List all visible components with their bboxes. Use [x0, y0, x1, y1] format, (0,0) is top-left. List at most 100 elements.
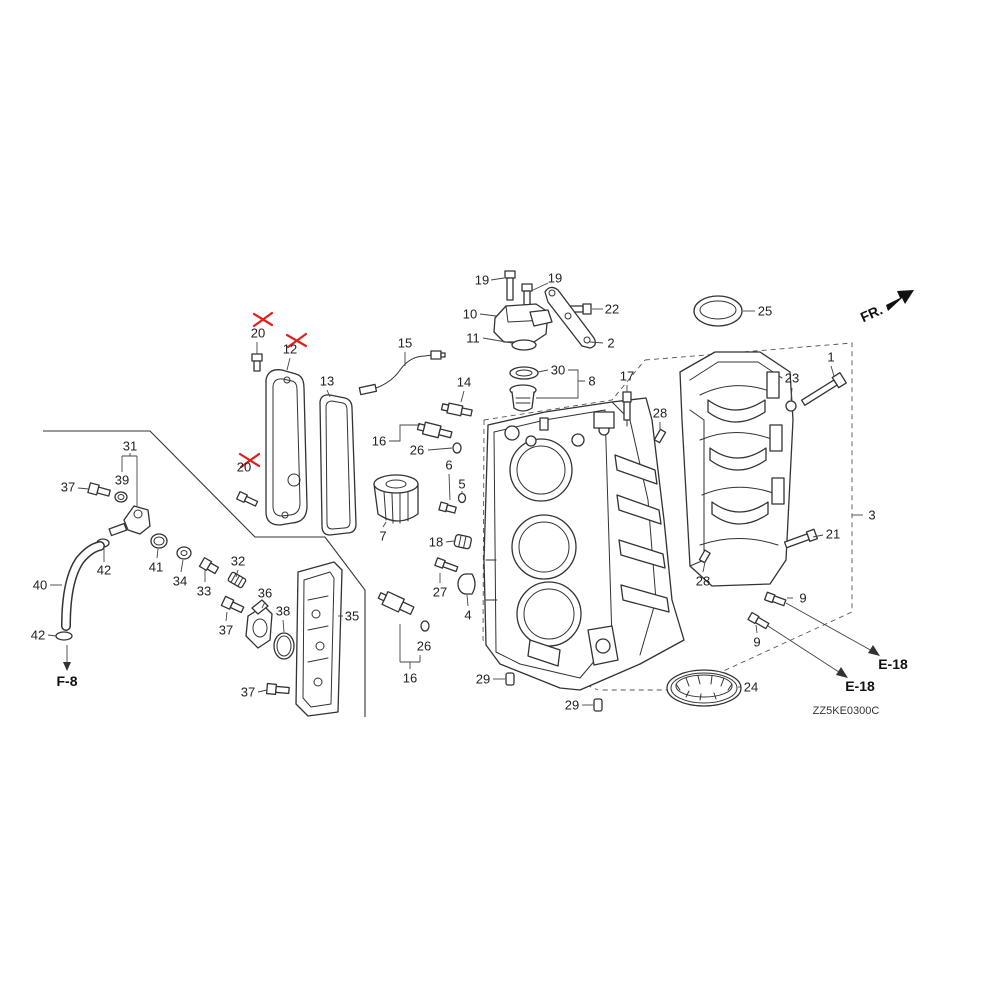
- gasket-part-30: [509, 366, 539, 380]
- e18-upper-arrow-line: [785, 602, 875, 653]
- dowel-pin-part-29-left: [505, 672, 515, 686]
- reference-f8: F-8: [57, 673, 78, 689]
- cap-part-4: [457, 573, 476, 595]
- strikeout-mark-20-upper: [252, 311, 274, 328]
- callout-28-lower: 28: [696, 574, 710, 589]
- gasket-part-13: [319, 394, 357, 536]
- callout-30: 30: [551, 363, 565, 378]
- callout-32: 32: [231, 554, 245, 569]
- callout-12: 12: [283, 342, 297, 357]
- callout-25: 25: [758, 304, 772, 319]
- bolt-part-37-lower: [265, 682, 290, 695]
- o-ring-part-26-upper: [452, 442, 462, 454]
- callout-36: 36: [258, 586, 272, 601]
- block-dashed-frame-left: [482, 419, 599, 691]
- callout-10: 10: [463, 307, 477, 322]
- callout-19-right: 19: [548, 271, 562, 286]
- callout-33: 33: [197, 584, 211, 599]
- callout-35: 35: [345, 609, 359, 624]
- bolt-part-19-right: [521, 283, 533, 308]
- callout-16-lower: 16: [403, 671, 417, 686]
- thermostat-cover-part-10: [493, 303, 553, 343]
- front-direction-arrow-icon: [886, 290, 914, 311]
- sensor-part-16-upper: [416, 421, 453, 439]
- callout-27: 27: [433, 585, 447, 600]
- sensor-part-15: [358, 350, 446, 396]
- callout-11: 11: [466, 331, 480, 346]
- o-ring-part-26-lower: [420, 620, 430, 632]
- callout-7: 7: [379, 529, 386, 544]
- reference-e18-lower: E-18: [845, 678, 875, 694]
- callout-29-left: 29: [476, 672, 490, 687]
- leader-lines: [47, 277, 863, 706]
- sensor-part-17: [622, 391, 632, 427]
- callout-13: 13: [320, 374, 334, 389]
- callout-41: 41: [149, 560, 163, 575]
- callout-39: 39: [115, 473, 129, 488]
- callout-18: 18: [429, 535, 443, 550]
- callout-9-lower: 9: [753, 635, 760, 650]
- bracket-part-2: [544, 286, 596, 349]
- callout-20-lower: 20: [237, 460, 251, 475]
- callout-37-middle: 37: [219, 623, 233, 638]
- dowel-pin-part-29-right: [593, 698, 603, 712]
- hose-part-40: [61, 541, 105, 631]
- callout-38: 38: [276, 604, 290, 619]
- callout-3: 3: [868, 508, 875, 523]
- callout-22: 22: [605, 302, 619, 317]
- fitting-part-9-upper: [763, 591, 787, 607]
- callout-1: 1: [827, 350, 834, 365]
- fitting-part-39: [114, 491, 128, 503]
- callout-28-upper: 28: [653, 406, 667, 421]
- callout-8: 8: [588, 374, 595, 389]
- plug-part-33: [198, 557, 220, 575]
- callout-26-lower: 26: [417, 639, 431, 654]
- plate-part-35: [295, 561, 343, 717]
- sensor-part-16-lower: [377, 591, 415, 615]
- callout-14: 14: [457, 375, 471, 390]
- bolt-part-19-left: [504, 270, 516, 301]
- crankcase: [679, 351, 794, 587]
- e18-lower-arrow-line: [767, 625, 843, 675]
- e18-lower-arrowhead: [836, 667, 848, 678]
- callout-17: 17: [620, 369, 634, 384]
- cylinder-block: [483, 397, 685, 691]
- callout-40: 40: [33, 578, 47, 593]
- block-dashed-frame-top: [483, 359, 646, 421]
- callout-23: 23: [785, 371, 799, 386]
- callout-34: 34: [173, 574, 187, 589]
- bolt-part-27: [434, 557, 459, 573]
- seal-part-11: [511, 339, 537, 351]
- front-direction-indicator: FR.: [858, 290, 914, 325]
- callout-15: 15: [398, 336, 412, 351]
- callout-labels: 19 19 22 25 10 11 2 20 12 15 1 30 8 13 1…: [31, 271, 908, 718]
- washer-part-5: [457, 492, 467, 504]
- callout-21: 21: [826, 527, 840, 542]
- block-assembly-dashed-frame: [600, 342, 853, 691]
- f8-arrowhead: [63, 662, 71, 671]
- oil-filter-part-7: [373, 474, 419, 524]
- bolt-part-22: [568, 303, 592, 315]
- washer-part-34: [176, 546, 192, 560]
- callout-4: 4: [464, 608, 471, 623]
- drawing-code: ZZ5KE0300C: [813, 705, 880, 717]
- cover-part-12: [265, 369, 308, 526]
- callout-42-lower: 42: [31, 628, 45, 643]
- bolt-part-20-upper: [251, 353, 263, 372]
- water-joint-part-31: [108, 505, 151, 537]
- callout-37-lower: 37: [241, 685, 255, 700]
- fitting-part-9-lower: [747, 611, 770, 630]
- dowel-pin-part-28-upper: [653, 428, 667, 444]
- callout-20-upper: 20: [251, 326, 265, 341]
- callout-29-right: 29: [565, 698, 579, 713]
- valve-part-36: [245, 599, 273, 649]
- callout-2: 2: [607, 336, 614, 351]
- strikeout-mark-12: [285, 332, 308, 349]
- o-ring-part-38: [273, 632, 295, 660]
- callout-5: 5: [458, 477, 465, 492]
- callout-16-upper: 16: [372, 434, 386, 449]
- dowel-pin-part-28-lower: [698, 549, 711, 564]
- left-group-frame: [43, 430, 366, 717]
- callout-26-upper: 26: [410, 443, 424, 458]
